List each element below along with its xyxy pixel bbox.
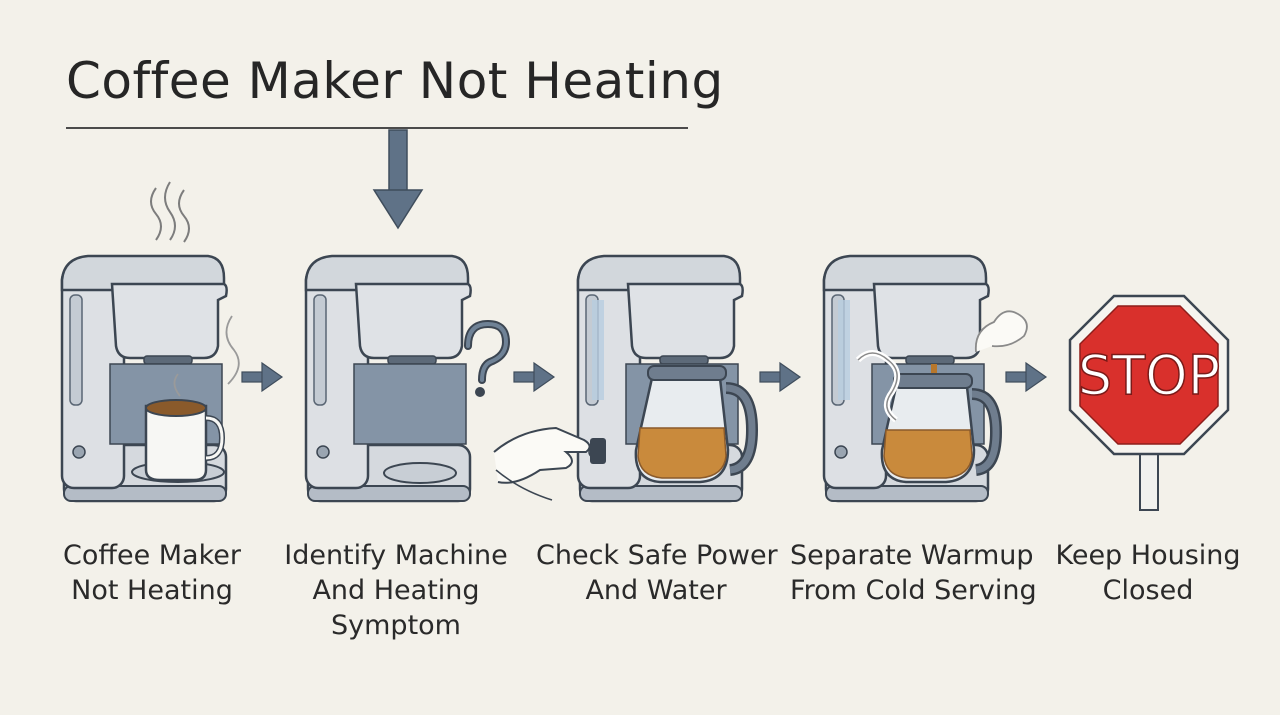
step-label-5: Keep Housing Closed (1028, 538, 1268, 608)
stop-sign-text: STOP (1078, 344, 1220, 407)
steaming-mug-coffee-maker-icon (60, 181, 240, 503)
step-label-2: Identify Machine And Heating Symptom (276, 538, 516, 643)
flow-arrow-icon (513, 362, 555, 392)
step-label-1: Coffee Maker Not Heating (32, 538, 272, 608)
step-2-line-3: Symptom (331, 610, 461, 641)
step-label-3: Check Safe Power And Water (536, 538, 778, 608)
step-2-line-2: And Heating (312, 575, 480, 606)
flow-arrow-icon (241, 362, 283, 392)
down-arrow-icon (372, 129, 424, 230)
flow-arrow-icon (1005, 362, 1047, 392)
step-4-line-1: Separate Warmup (790, 540, 1034, 571)
steam-carafe-icon (822, 254, 1028, 503)
step-3-line-1: Check Safe Power (536, 540, 778, 571)
title-underline (66, 127, 688, 129)
step-2-line-1: Identify Machine (284, 540, 508, 571)
step-4-line-2: From Cold Serving (790, 575, 1037, 606)
question-mark-icon (304, 254, 511, 503)
flow-arrow-icon (759, 362, 801, 392)
step-3-line-2: And Water (585, 575, 727, 606)
step-5-line-2: Closed (1102, 575, 1194, 606)
step-1-line-1: Coffee Maker (62, 540, 241, 571)
power-switch-hand-icon (493, 254, 759, 503)
stop-sign-icon: STOP (1068, 294, 1230, 511)
step-label-4: Separate Warmup From Cold Serving (790, 538, 1037, 608)
step-1-line-2: Not Heating (71, 575, 233, 606)
page-title: Coffee Maker Not Heating (66, 52, 724, 110)
step-5-line-1: Keep Housing (1055, 540, 1241, 571)
